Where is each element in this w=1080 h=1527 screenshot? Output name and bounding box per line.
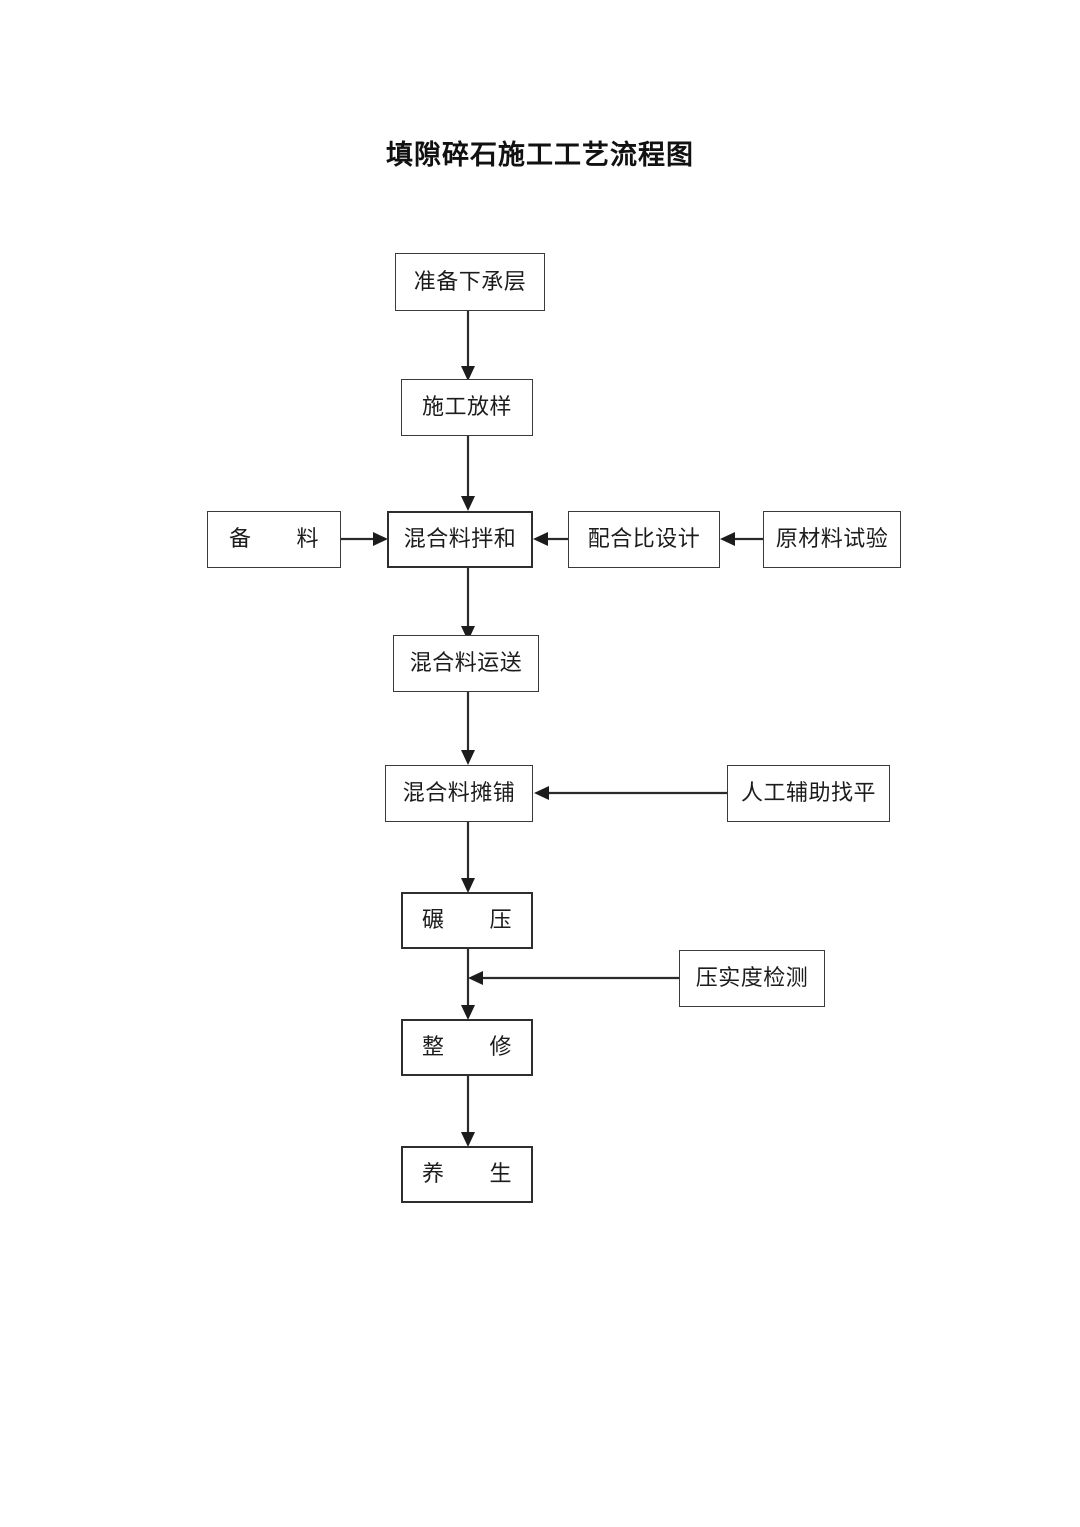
node-label: 施工放样 [421, 394, 512, 420]
node-material-preparation[interactable]: 备 料 [207, 511, 341, 568]
arrowhead-n7-n8 [461, 750, 475, 765]
node-raw-material-test[interactable]: 原材料试验 [763, 511, 901, 568]
arrowhead-n9-n8 [534, 786, 549, 800]
node-label: 养 生 [421, 1161, 512, 1187]
node-label: 混合料运送 [409, 650, 523, 676]
arrowhead-n3-n4 [373, 532, 388, 546]
arrowhead-n8-n10 [461, 878, 475, 893]
node-curing[interactable]: 养 生 [401, 1146, 533, 1203]
arrowhead-n11-junction [468, 971, 483, 985]
node-mixture-paving[interactable]: 混合料摊铺 [385, 765, 533, 822]
node-label: 准备下承层 [413, 268, 527, 294]
arrowhead-n2-n4 [461, 496, 475, 511]
arrowhead-n5-n4 [533, 532, 548, 546]
node-label: 配合比设计 [587, 526, 701, 552]
arrowhead-n6-n5 [720, 532, 735, 546]
node-prepare-subgrade[interactable]: 准备下承层 [395, 253, 545, 311]
arrowhead-n12-n13 [461, 1132, 475, 1147]
page-title: 填隙碎石施工工艺流程图 [386, 140, 694, 170]
node-mix-proportion-design[interactable]: 配合比设计 [568, 511, 720, 568]
node-finishing-repair[interactable]: 整 修 [401, 1019, 533, 1076]
node-label: 压实度检测 [695, 965, 809, 991]
node-label: 整 修 [421, 1034, 512, 1060]
node-rolling-compaction[interactable]: 碾 压 [401, 892, 533, 949]
node-mixture-blending[interactable]: 混合料拌和 [387, 511, 533, 568]
node-label: 人工辅助找平 [740, 780, 876, 806]
node-label: 混合料摊铺 [402, 780, 516, 806]
node-manual-leveling-assist[interactable]: 人工辅助找平 [727, 765, 890, 822]
arrowhead-n10-n12 [461, 1005, 475, 1020]
node-label: 原材料试验 [775, 526, 889, 552]
node-mixture-transport[interactable]: 混合料运送 [393, 635, 539, 692]
node-label: 备 料 [228, 526, 319, 552]
node-construction-setting-out[interactable]: 施工放样 [401, 379, 533, 436]
node-compaction-degree-test[interactable]: 压实度检测 [679, 950, 825, 1007]
node-label: 碾 压 [421, 907, 512, 933]
node-label: 混合料拌和 [403, 526, 517, 552]
